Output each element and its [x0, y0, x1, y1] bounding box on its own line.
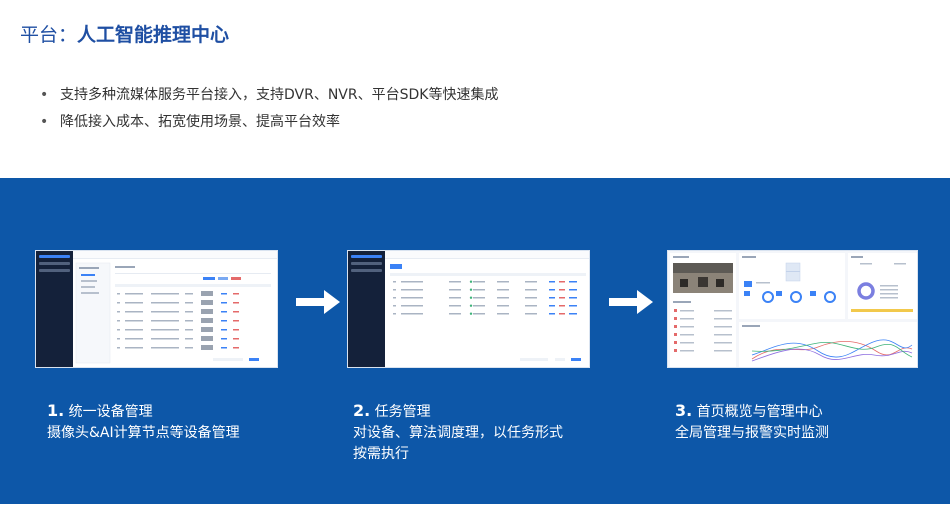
right-arrow-icon: [609, 290, 653, 314]
title-prefix: 平台：: [20, 24, 78, 46]
dashboard-thumbnail: [668, 251, 917, 367]
device-management-screenshot: [35, 250, 278, 368]
step-title: 任务管理: [374, 404, 431, 420]
screenshot-sidebar: [36, 251, 73, 367]
step-1-caption: 1. 统一设备管理 摄像头&AI计算节点等设备管理: [47, 400, 297, 444]
page-title: 平台：人工智能推理中心: [20, 20, 229, 47]
task-table-thumbnail: [390, 264, 586, 361]
screenshot-sidebar: [348, 251, 385, 367]
step-description: 对设备、算法调度理，以任务形式: [353, 425, 563, 441]
right-arrow-icon: [296, 290, 340, 314]
dashboard-overview-screenshot: [667, 250, 918, 368]
step-description: 按需执行: [353, 446, 409, 462]
bullet-item: 降低接入成本、拓宽使用场景、提高平台效率: [40, 109, 498, 136]
step-description: 摄像头&AI计算节点等设备管理: [47, 425, 240, 441]
feature-bullets: 支持多种流媒体服务平台接入，支持DVR、NVR、平台SDK等快速集成 降低接入成…: [40, 82, 498, 136]
step-number: 3.: [675, 401, 693, 420]
step-2-caption: 2. 任务管理 对设备、算法调度理，以任务形式 按需执行: [353, 400, 613, 465]
step-3-caption: 3. 首页概览与管理中心 全局管理与报警实时监测: [675, 400, 925, 444]
step-title: 首页概览与管理中心: [696, 404, 823, 420]
title-main: 人工智能推理中心: [77, 24, 230, 46]
step-number: 2.: [353, 401, 371, 420]
step-number: 1.: [47, 401, 65, 420]
task-management-screenshot: [347, 250, 590, 368]
step-description: 全局管理与报警实时监测: [675, 425, 829, 441]
steps-band: 1. 统一设备管理 摄像头&AI计算节点等设备管理 2. 任务管理 对设备、算法…: [0, 178, 950, 504]
bullet-item: 支持多种流媒体服务平台接入，支持DVR、NVR、平台SDK等快速集成: [40, 82, 498, 109]
step-title: 统一设备管理: [68, 404, 153, 420]
device-table-thumbnail: [75, 262, 271, 364]
